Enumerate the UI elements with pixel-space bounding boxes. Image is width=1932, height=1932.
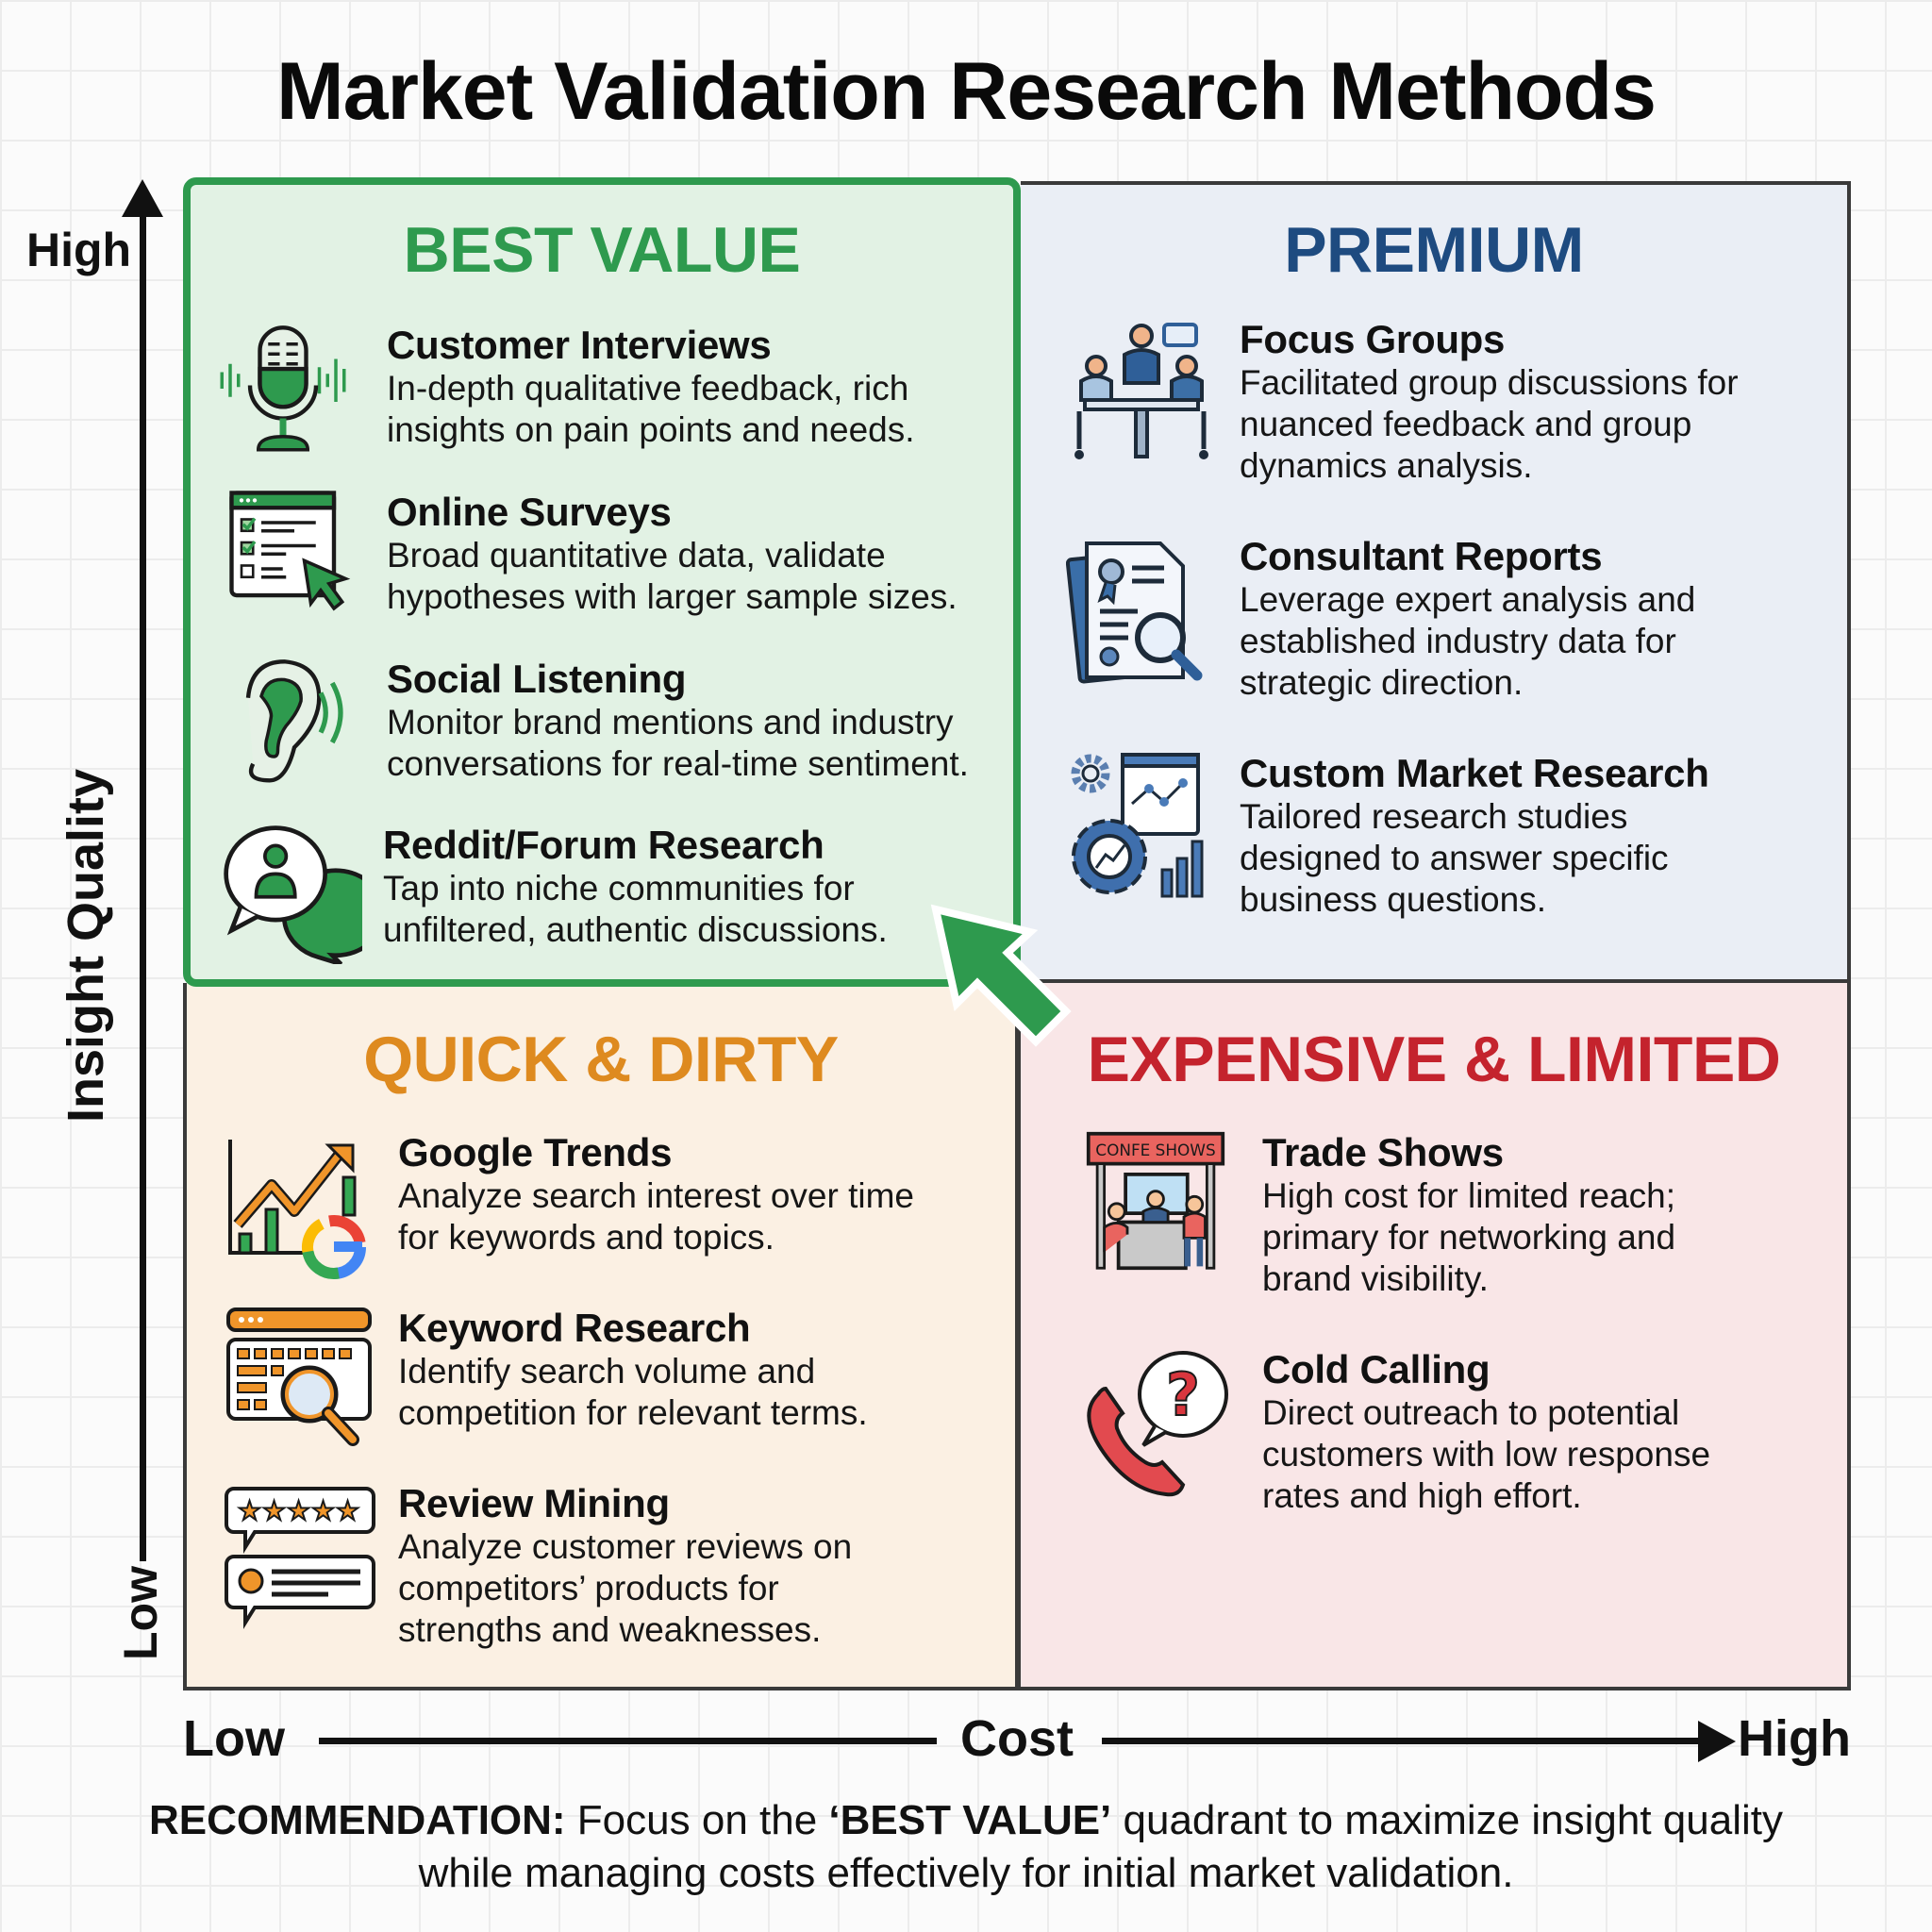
phone-question-icon: ?: [1087, 1351, 1228, 1497]
x-axis-high-label: High: [1738, 1710, 1851, 1767]
item-name: Focus Groups: [1240, 317, 1506, 361]
y-axis-line: [140, 203, 146, 1561]
list-item-reddit-forum-research: Reddit/Forum Research Tap into niche com…: [221, 823, 888, 964]
booth-icon: CONFE SHOWS: [1086, 1131, 1225, 1271]
star-review-icon: ★★★★★: [225, 1487, 375, 1629]
page-title: Market Validation Research Methods: [276, 46, 1657, 137]
list-item-google-trends: Google Trends Analyze search interest ov…: [225, 1130, 914, 1281]
item-name: Consultant Reports: [1240, 534, 1603, 578]
item-name: Customer Interviews: [387, 323, 772, 367]
recommendation-lead: RECOMMENDATION:: [148, 1797, 566, 1843]
list-item-online-surveys: Online Surveys Broad quantitative data, …: [228, 490, 958, 622]
x-axis-line: [319, 1738, 937, 1744]
chat-bubbles-icon: [224, 825, 362, 964]
quadrant-title: PREMIUM: [1284, 214, 1584, 286]
item-name: Keyword Research: [398, 1306, 751, 1350]
item-description: Leverage expert analysis and established…: [1240, 580, 1696, 702]
svg-text:★: ★: [262, 1495, 286, 1526]
item-name: Cold Calling: [1262, 1347, 1491, 1391]
item-description: Tap into niche communities for unfiltere…: [383, 869, 888, 949]
list-item-custom-market-research: Custom Market Research Tailored research…: [1066, 751, 1709, 921]
item-description: High cost for limited reach; primary for…: [1262, 1176, 1676, 1298]
item-description: Identify search volume and competition f…: [398, 1352, 868, 1432]
survey-checklist-icon: [229, 491, 351, 611]
item-description: In-depth qualitative feedback, rich insi…: [387, 369, 915, 449]
list-item-customer-interviews: Customer Interviews In-depth qualitative…: [217, 323, 915, 455]
meeting-group-icon: [1074, 323, 1208, 459]
quadrant-quick-and-dirty: QUICK & DIRTY Google Trends Analyze sear…: [183, 983, 1019, 1690]
x-axis-low-label: Low: [183, 1710, 285, 1767]
quadrant-title: EXPENSIVE & LIMITED: [1087, 1024, 1781, 1095]
x-axis-title: Cost: [960, 1710, 1074, 1767]
svg-text:★: ★: [238, 1495, 261, 1526]
quadrant-title: BEST VALUE: [403, 214, 801, 286]
list-item-focus-groups: Focus Groups Facilitated group discussio…: [1066, 317, 1739, 487]
y-axis-high-label: High: [26, 224, 132, 276]
x-axis-arrowhead-icon: [1698, 1721, 1736, 1762]
item-name: Trade Shows: [1262, 1130, 1504, 1174]
list-item-cold-calling: ? Cold Calling Direct outreach to potent…: [1081, 1347, 1710, 1517]
list-item-review-mining: ★★★★★ Review Mining Analyze customer rev…: [225, 1481, 852, 1651]
item-name: Google Trends: [398, 1130, 673, 1174]
quadrant-premium: PREMIUM Focus Groups Facilitated group d…: [1021, 181, 1851, 983]
quadrant-title: QUICK & DIRTY: [363, 1024, 839, 1095]
svg-text:CONFE SHOWS: CONFE SHOWS: [1095, 1141, 1215, 1159]
item-name: Online Surveys: [387, 490, 672, 534]
microphone-icon: [220, 325, 346, 452]
report-magnifier-icon: [1066, 541, 1203, 684]
quadrant-expensive-and-limited: EXPENSIVE & LIMITED CONFE SHOWS Trade Sh…: [1017, 983, 1851, 1690]
list-item-consultant-reports: Consultant Reports Leverage expert analy…: [1066, 534, 1695, 704]
recommendation-highlight: ‘BEST VALUE’: [828, 1797, 1112, 1843]
item-description: Direct outreach to potential customers w…: [1262, 1393, 1711, 1515]
list-item-trade-shows: CONFE SHOWS Trade Shows High cost for li…: [1085, 1130, 1675, 1300]
item-description: Tailored research studies designed to an…: [1240, 797, 1669, 919]
item-description: Monitor brand mentions and industry conv…: [387, 703, 969, 783]
item-name: Social Listening: [387, 657, 687, 701]
svg-text:★: ★: [287, 1495, 310, 1526]
gear-chart-icon: [1071, 753, 1204, 898]
recommendation-text: Focus on the: [565, 1797, 829, 1843]
item-name: Reddit/Forum Research: [383, 823, 824, 867]
item-name: Custom Market Research: [1240, 751, 1709, 795]
item-name: Review Mining: [398, 1481, 670, 1525]
trend-chart-google-icon: [228, 1140, 366, 1279]
list-item-social-listening: Social Listening Monitor brand mentions …: [228, 657, 969, 789]
x-axis-line: [1102, 1738, 1706, 1744]
item-description: Broad quantitative data, validate hypoth…: [387, 536, 958, 616]
svg-text:★: ★: [311, 1495, 335, 1526]
item-description: Analyze customer reviews on competitors’…: [398, 1527, 853, 1649]
recommendation-note: RECOMMENDATION: Focus on the ‘BEST VALUE…: [142, 1794, 1790, 1900]
svg-text:?: ?: [1166, 1360, 1200, 1429]
svg-text:★: ★: [336, 1495, 359, 1526]
recommendation-text: quadrant to maximize insight quality whi…: [418, 1797, 1783, 1896]
ear-icon: [245, 659, 343, 783]
item-description: Analyze search interest over time for ke…: [398, 1176, 915, 1257]
quadrant-best-value: BEST VALUE Customer Interviews In-depth …: [183, 177, 1021, 987]
list-item-keyword-research: Keyword Research Identify search volume …: [225, 1306, 868, 1457]
keyboard-search-icon: [226, 1307, 372, 1446]
item-description: Facilitated group discussions for nuance…: [1240, 363, 1739, 485]
y-axis-title: Insight Quality: [58, 768, 114, 1123]
arrow-to-best-value-icon: [930, 904, 1072, 1047]
y-axis-low-label: Low: [114, 1566, 167, 1660]
